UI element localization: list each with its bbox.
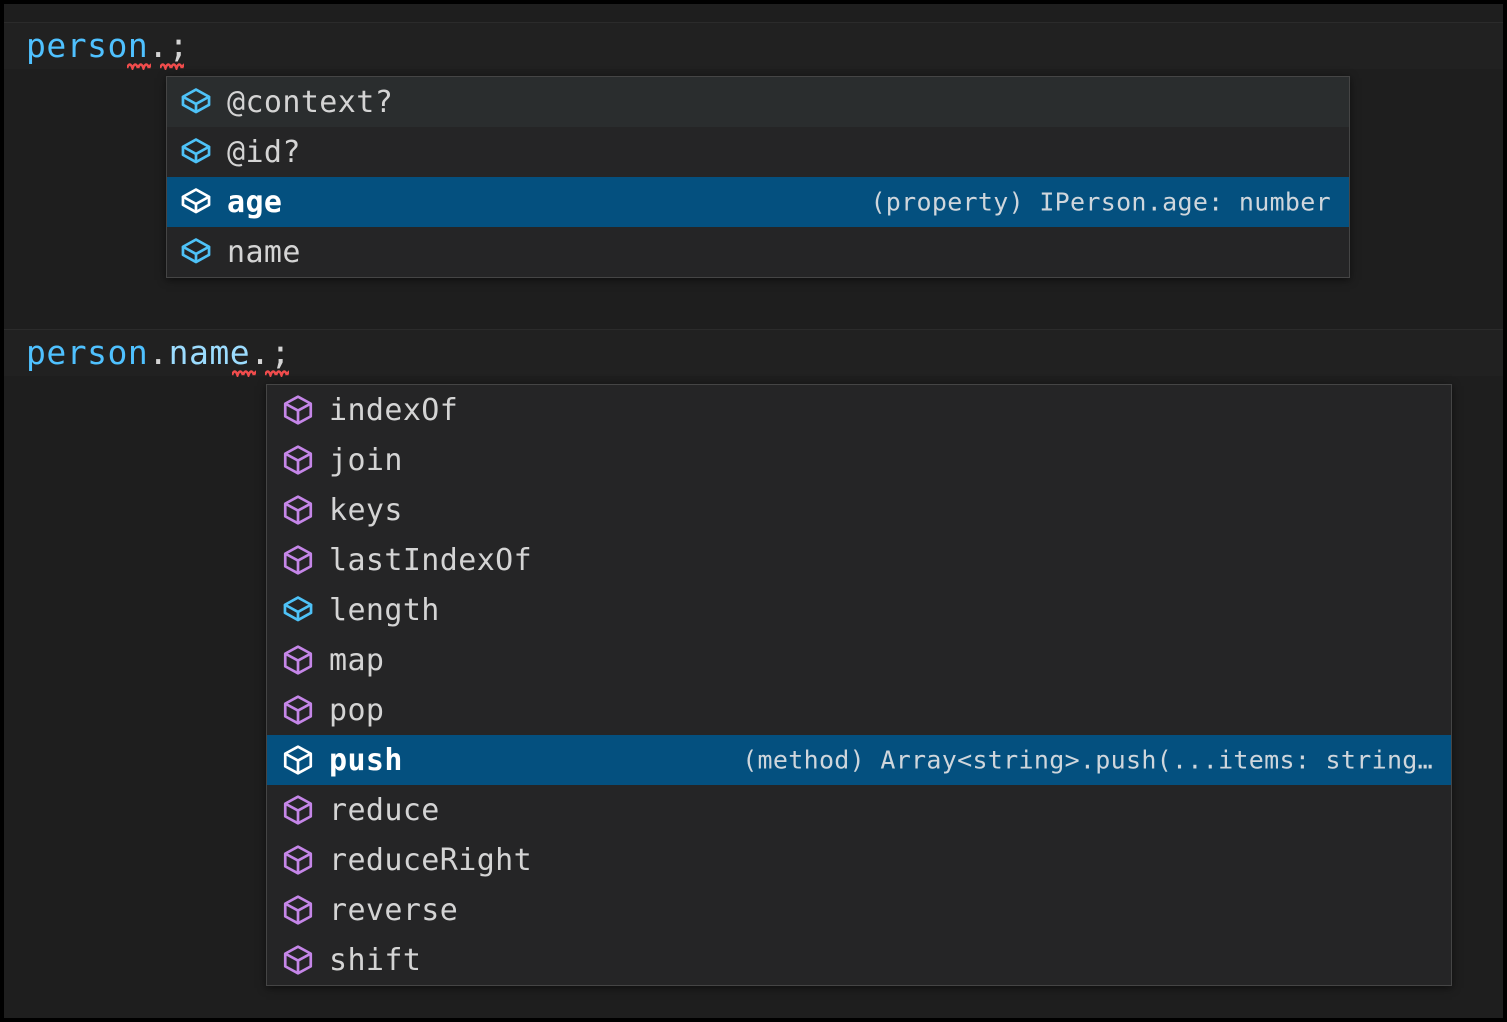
suggest-item-map[interactable]: map bbox=[267, 635, 1451, 685]
method-cube-icon bbox=[283, 695, 313, 725]
suggest-item-pop[interactable]: pop bbox=[267, 685, 1451, 735]
suggest-item-length[interactable]: length bbox=[267, 585, 1451, 635]
suggest-item-detail: (property) IPerson.age: number bbox=[870, 187, 1331, 217]
code-line-person-name[interactable]: person.name.; bbox=[4, 330, 1503, 376]
method-cube-icon bbox=[283, 745, 313, 775]
code-token-variable-0: person bbox=[26, 333, 149, 372]
method-cube-icon bbox=[283, 945, 313, 975]
error-squiggle-semicolon-line2 bbox=[265, 368, 289, 377]
suggest-item-lastindexof[interactable]: lastIndexOf bbox=[267, 535, 1451, 585]
suggest-item-label: shift bbox=[329, 942, 422, 978]
suggest-item-label: reverse bbox=[329, 892, 459, 928]
suggest-item-keys[interactable]: keys bbox=[267, 485, 1451, 535]
suggest-item-age[interactable]: age (property) IPerson.age: number bbox=[167, 177, 1349, 227]
code-line-person[interactable]: person.; bbox=[4, 23, 1503, 69]
method-cube-icon bbox=[283, 795, 313, 825]
suggest-item-label: keys bbox=[329, 492, 403, 528]
suggest-item-label: lastIndexOf bbox=[329, 542, 533, 578]
suggest-item-label: map bbox=[329, 642, 385, 678]
suggest-item-label: length bbox=[329, 592, 440, 628]
property-cube-icon bbox=[181, 88, 211, 114]
suggest-item-label: push bbox=[329, 742, 403, 778]
method-cube-icon bbox=[283, 645, 313, 675]
suggest-item-reduce[interactable]: reduce bbox=[267, 785, 1451, 835]
suggest-item-shift[interactable]: shift bbox=[267, 935, 1451, 985]
code-token-property-2: name bbox=[168, 333, 251, 372]
suggest-item-label: join bbox=[329, 442, 403, 478]
suggest-item-label: @id? bbox=[227, 134, 301, 170]
method-cube-icon bbox=[283, 495, 313, 525]
property-cube-icon bbox=[181, 138, 211, 164]
code-token-punctuation-2: ; bbox=[168, 26, 189, 65]
suggest-item-context[interactable]: @context? bbox=[167, 77, 1349, 127]
property-cube-icon bbox=[283, 596, 313, 622]
method-cube-icon bbox=[283, 545, 313, 575]
suggest-item-detail: (method) Array<string>.push(...items: st… bbox=[742, 745, 1433, 775]
code-token-punctuation-3: . bbox=[250, 333, 271, 372]
code-token-variable-0: person bbox=[26, 26, 149, 65]
suggest-item-join[interactable]: join bbox=[267, 435, 1451, 485]
method-cube-icon bbox=[283, 395, 313, 425]
code-token-punctuation-4: ; bbox=[270, 333, 291, 372]
suggest-item-label: name bbox=[227, 234, 301, 270]
method-cube-icon bbox=[283, 445, 313, 475]
code-token-punctuation-1: . bbox=[148, 333, 169, 372]
error-squiggle-semicolon-line1 bbox=[160, 61, 184, 70]
suggest-item-label: pop bbox=[329, 692, 385, 728]
suggest-item-indexof[interactable]: indexOf bbox=[267, 385, 1451, 435]
suggest-item-label: age bbox=[227, 184, 283, 220]
suggest-widget-person[interactable]: @context? @id? age (property) IPerson.age: … bbox=[166, 76, 1350, 278]
property-cube-icon bbox=[181, 188, 211, 214]
suggest-item-name[interactable]: name bbox=[167, 227, 1349, 277]
method-cube-icon bbox=[283, 895, 313, 925]
suggest-item-label: indexOf bbox=[329, 392, 459, 428]
code-token-punctuation-1: . bbox=[148, 26, 169, 65]
error-squiggle-dot-line2 bbox=[232, 368, 256, 377]
suggest-item-reverse[interactable]: reverse bbox=[267, 885, 1451, 935]
suggest-widget-person-name[interactable]: indexOf join keys lastIndexOf length map pop pu… bbox=[266, 384, 1452, 986]
error-squiggle-dot-line1 bbox=[127, 61, 151, 70]
suggest-item-label: @context? bbox=[227, 84, 394, 120]
editor-rule-middle bbox=[4, 329, 1503, 330]
suggest-item-push[interactable]: push (method) Array<string>.push(...items… bbox=[267, 735, 1451, 785]
editor-rule-top bbox=[4, 22, 1503, 23]
property-cube-icon bbox=[181, 238, 211, 264]
suggest-item-reduceright[interactable]: reduceRight bbox=[267, 835, 1451, 885]
method-cube-icon bbox=[283, 845, 313, 875]
suggest-item-id[interactable]: @id? bbox=[167, 127, 1349, 177]
suggest-item-label: reduceRight bbox=[329, 842, 533, 878]
suggest-item-label: reduce bbox=[329, 792, 440, 828]
editor-surface: person.; @context? @id? age (property) IPer… bbox=[4, 4, 1503, 1018]
